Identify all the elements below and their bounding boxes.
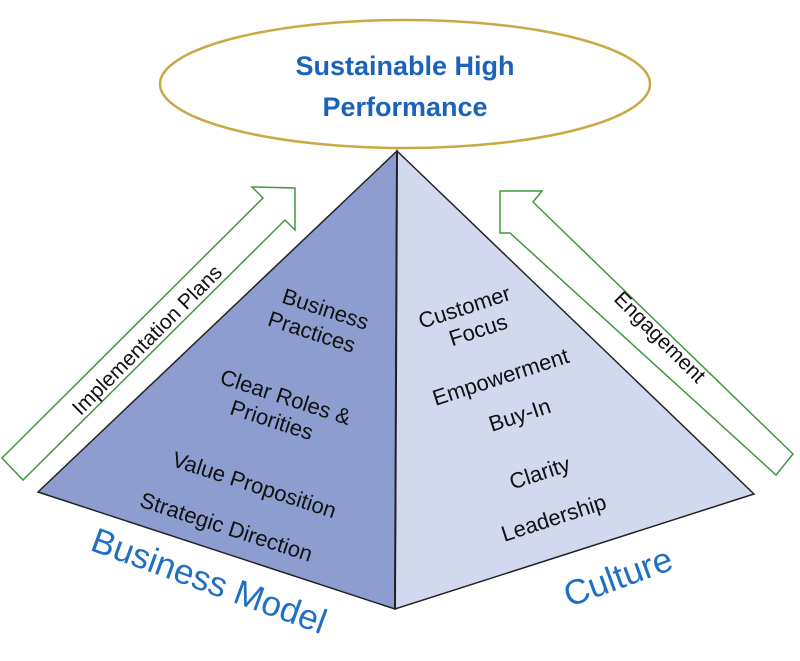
goal-ellipse	[158, 18, 652, 150]
title-line-1: Sustainable High	[295, 51, 514, 81]
title-line-2: Performance	[322, 92, 487, 122]
implementation-arrow	[0, 186, 296, 482]
pyramid-ridge	[394, 150, 398, 610]
engagement-arrow	[499, 190, 795, 477]
